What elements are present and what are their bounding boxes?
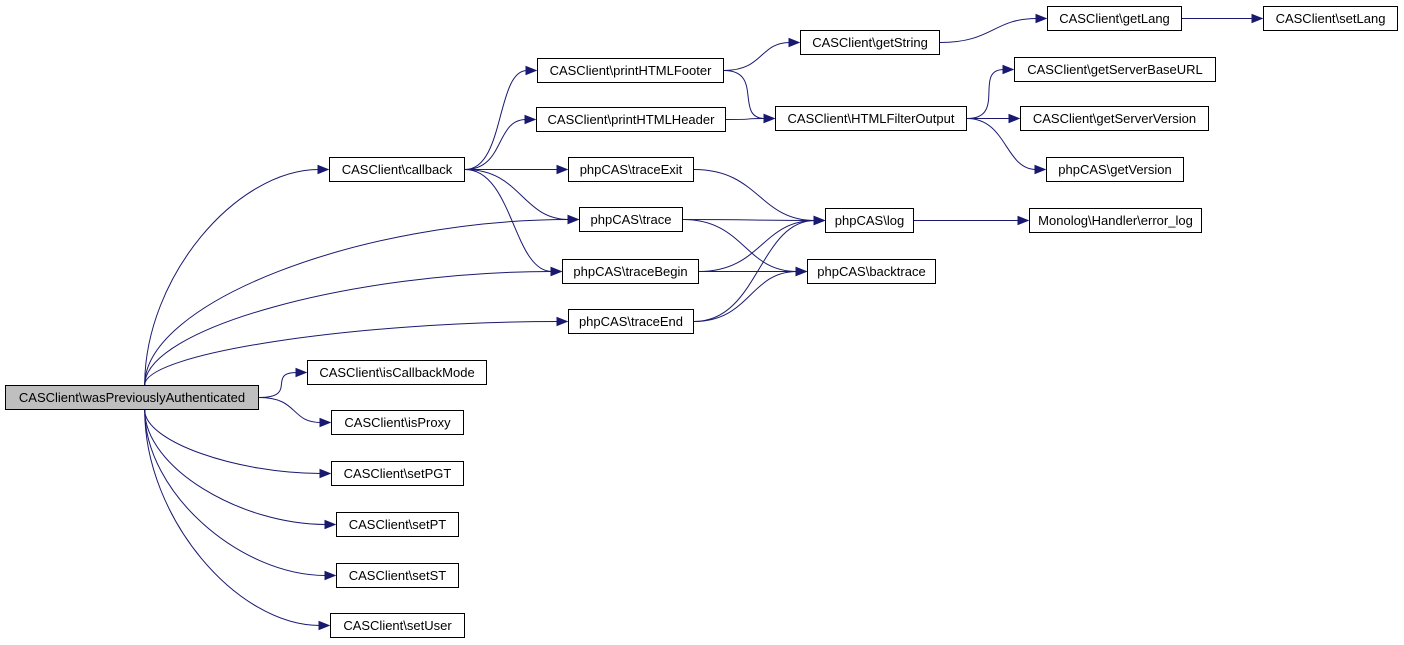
node-set-st[interactable]: CASClient\setST <box>336 563 459 588</box>
edge-arrowhead-trace <box>567 214 580 225</box>
edge-HTMLFilterOutput-to-getServerBaseURL <box>966 69 1005 119</box>
node-print-html-header[interactable]: CASClient\printHTMLHeader <box>536 107 726 132</box>
edge-root-to-setPT <box>144 409 327 525</box>
node-print-html-footer[interactable]: CASClient\printHTMLFooter <box>537 58 724 83</box>
edge-arrowhead-callback <box>317 164 330 175</box>
node-was-previously-authenticated[interactable]: CASClient\wasPreviouslyAuthenticated <box>5 385 259 410</box>
edge-getString-to-getLang <box>939 18 1038 43</box>
edge-arrowhead-printHTMLHeader <box>524 114 537 125</box>
node-get-lang[interactable]: CASClient\getLang <box>1047 6 1182 31</box>
node-trace-exit[interactable]: phpCAS\traceExit <box>568 157 694 182</box>
edge-callback-to-printHTMLHeader <box>464 119 527 170</box>
node-trace-begin[interactable]: phpCAS\traceBegin <box>562 259 699 284</box>
edge-root-to-callback <box>144 169 320 386</box>
node-set-lang[interactable]: CASClient\setLang <box>1263 6 1398 31</box>
edge-root-to-setPGT <box>144 409 322 474</box>
node-get-string[interactable]: CASClient\getString <box>800 30 940 55</box>
edge-arrowhead-setPGT <box>319 468 332 479</box>
edge-trace-to-backtrace <box>682 219 798 272</box>
edge-arrowhead-getVersion <box>1034 164 1047 175</box>
edge-root-to-setST <box>144 409 327 576</box>
edge-arrowhead-getServerVersion <box>1008 113 1021 124</box>
edge-printHTMLHeader-to-HTMLFilterOutput <box>725 118 766 120</box>
edge-traceBegin-to-log <box>698 220 816 272</box>
edge-root-to-setUser <box>144 409 321 626</box>
edge-root-to-traceEnd <box>144 321 559 386</box>
node-get-server-base-url[interactable]: CASClient\getServerBaseURL <box>1014 57 1216 82</box>
edge-arrowhead-getServerBaseURL <box>1002 64 1015 75</box>
edge-callback-to-trace <box>464 169 570 220</box>
node-set-pgt[interactable]: CASClient\setPGT <box>331 461 464 486</box>
node-trace-end[interactable]: phpCAS\traceEnd <box>568 309 694 334</box>
node-set-pt[interactable]: CASClient\setPT <box>336 512 459 537</box>
edge-arrowhead-isCallbackMode <box>295 367 308 378</box>
edge-root-to-isProxy <box>258 397 322 423</box>
node-error-log[interactable]: Monolog\Handler\error_log <box>1029 208 1202 233</box>
edge-printHTMLFooter-to-getString <box>723 42 791 71</box>
node-is-callback-mode[interactable]: CASClient\isCallbackMode <box>307 360 487 385</box>
edge-traceExit-to-log <box>693 169 816 221</box>
edge-arrowhead-traceExit <box>556 164 569 175</box>
edge-arrowhead-setPT <box>324 519 337 530</box>
edge-arrowhead-printHTMLFooter <box>525 65 538 76</box>
edge-root-to-traceBegin <box>144 271 553 386</box>
edge-arrowhead-log <box>813 215 826 226</box>
edge-arrowhead-setST <box>324 570 337 581</box>
edge-root-to-trace <box>144 219 570 386</box>
node-get-server-version[interactable]: CASClient\getServerVersion <box>1020 106 1209 131</box>
edge-arrowhead-traceEnd <box>556 316 569 327</box>
edge-arrowhead-isProxy <box>319 417 332 428</box>
node-callback[interactable]: CASClient\callback <box>329 157 465 182</box>
edge-arrowhead-getString <box>788 37 801 48</box>
edge-arrowhead-error_log <box>1017 215 1030 226</box>
edge-arrowhead-traceBegin <box>550 266 563 277</box>
node-trace[interactable]: phpCAS\trace <box>579 207 683 232</box>
node-is-proxy[interactable]: CASClient\isProxy <box>331 410 464 435</box>
edge-HTMLFilterOutput-to-getVersion <box>966 118 1037 170</box>
edge-trace-to-log <box>682 219 816 221</box>
edge-arrowhead-setLang <box>1251 13 1264 24</box>
edge-callback-to-traceBegin <box>464 169 553 272</box>
edge-printHTMLFooter-to-HTMLFilterOutput <box>723 70 766 119</box>
edge-arrowhead-HTMLFilterOutput <box>763 113 776 124</box>
edge-traceEnd-to-log <box>693 220 816 322</box>
edge-arrowhead-backtrace <box>795 266 808 277</box>
edge-callback-to-printHTMLFooter <box>464 70 528 170</box>
edge-root-to-isCallbackMode <box>258 372 298 398</box>
node-html-filter-output[interactable]: CASClient\HTMLFilterOutput <box>775 106 967 131</box>
edge-traceEnd-to-backtrace <box>693 271 798 322</box>
node-log[interactable]: phpCAS\log <box>825 208 914 233</box>
node-get-version[interactable]: phpCAS\getVersion <box>1046 157 1184 182</box>
edge-arrowhead-setUser <box>318 620 331 631</box>
node-set-user[interactable]: CASClient\setUser <box>330 613 465 638</box>
edge-arrowhead-getLang <box>1035 13 1048 24</box>
node-backtrace[interactable]: phpCAS\backtrace <box>807 259 936 284</box>
